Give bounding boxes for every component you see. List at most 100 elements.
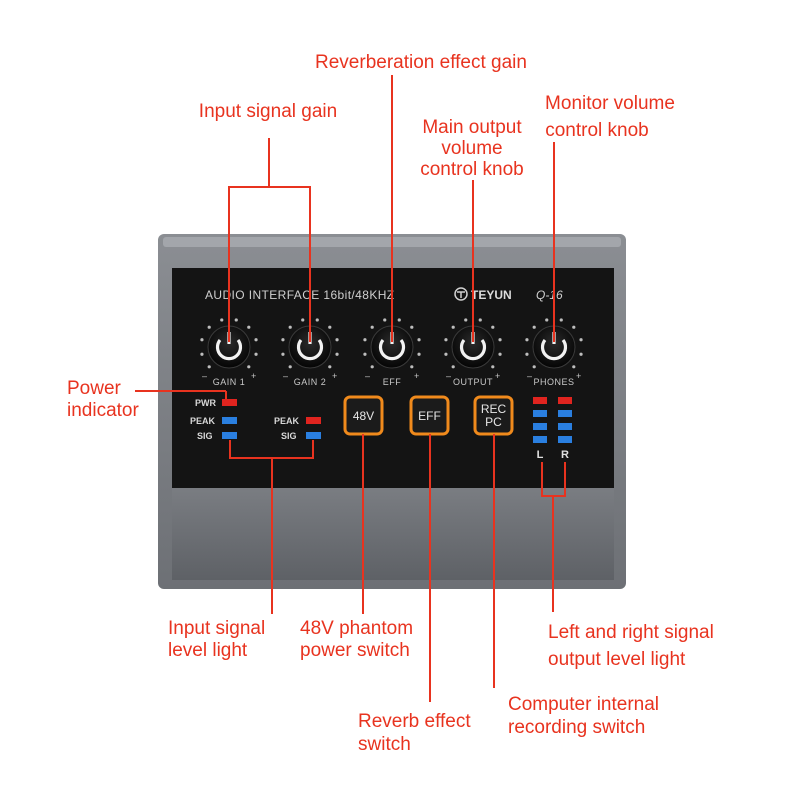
eff-button[interactable]: EFF [409,395,450,436]
led-peak-2 [306,417,321,424]
knob-scale-dot [451,365,455,369]
knob-scale-dot [397,318,401,322]
knob-ring [378,339,406,361]
knob-label-eff: EFF [383,377,402,387]
eff-button-label: EFF [418,409,441,423]
knob-min-mark: – [446,371,452,381]
callout-reverb-switch-1: Reverb effect [358,711,471,732]
meter-right-led [558,410,572,417]
knob-scale-dot [370,325,374,329]
callout-lr-level-2: output level light [548,649,686,670]
callout-power-indicator-2: indicator [67,400,139,421]
knob-scale-dot [525,352,529,356]
knob-ring [296,339,324,361]
meter-left-led [533,436,547,443]
knob-scale-dot [545,318,549,322]
knob-scale-dot [315,318,319,322]
led-pwr [222,399,237,406]
panel-title: AUDIO INTERFACE 16bit/48KHZ [205,288,395,302]
knob-min-mark: – [202,371,208,381]
led-peak-1 [222,417,237,424]
knob-scale-dot [525,338,529,342]
knob-scale-dot [247,325,251,329]
knob-scale-dot [410,365,414,369]
knob-min-mark: – [527,371,533,381]
phantom-48v-label: 48V [353,409,374,423]
meter-left-led [533,423,547,430]
knob-min-mark: – [365,371,371,381]
knob-scale-dot [200,338,204,342]
callout-input-gain: Input signal gain [199,101,337,122]
knob-scale-dot [410,325,414,329]
knob-scale-dot [200,352,204,356]
knob-scale-dot [281,352,285,356]
knob-scale-dot [207,325,211,329]
knob-scale-dot [478,318,482,322]
knob-eff[interactable]: – + EFF [363,318,421,387]
knob-scale-dot [281,338,285,342]
knob-scale-dot [247,365,251,369]
knob-ring [215,339,243,361]
knob-scale-dot [572,325,576,329]
knob-scale-dot [288,325,292,329]
knob-label-output: OUTPUT [453,377,493,387]
led-label-sig-2: SIG [281,431,297,441]
callout-reverb-switch-2: switch [358,734,411,755]
meter-label-left: L [537,449,544,461]
meter-right-led [558,397,572,404]
callout-monitor-volume-2: control knob [545,120,649,141]
callout-monitor-volume-1: Monitor volume [545,93,675,114]
rec-pc-button[interactable]: REC PC [473,395,514,436]
knob-max-mark: + [251,371,257,381]
knob-scale-dot [301,318,305,322]
callout-48v-1: 48V phantom [300,618,413,639]
meter-right-led [558,436,572,443]
knob-scale-dot [444,338,448,342]
knob-scale-dot [491,365,495,369]
knob-scale-dot [370,365,374,369]
led-sig-1 [222,432,237,439]
knob-scale-dot [335,352,339,356]
knob-max-mark: + [414,371,420,381]
led-label-peak-1: PEAK [190,416,216,426]
meter-right-led [558,423,572,430]
led-label-sig-1: SIG [197,431,213,441]
knob-label-gain2: GAIN 2 [294,377,327,387]
knob-scale-dot [444,352,448,356]
knob-scale-dot [491,325,495,329]
callout-reverb-gain: Reverberation effect gain [315,52,527,73]
brand-name: TEYUN [471,288,512,302]
phantom-48v-button[interactable]: 48V [343,395,384,436]
knob-scale-dot [288,365,292,369]
callout-input-level-1: Input signal [168,618,265,639]
led-label-peak-2: PEAK [274,416,300,426]
knob-phones[interactable]: –+PHONES [525,318,583,387]
knob-scale-dot [532,365,536,369]
knob-scale-dot [498,338,502,342]
knob-ring [459,339,487,361]
knob-scale-dot [363,352,367,356]
knob-scale-dot [328,325,332,329]
knob-scale-dot [559,318,563,322]
knob-scale-dot [254,352,258,356]
rec-button-label-line2: PC [485,415,502,429]
callout-main-output-1: Main output [422,117,522,138]
model-name: Q-16 [536,288,563,302]
knob-scale-dot [417,352,421,356]
knob-scale-dot [220,318,224,322]
brand-logo: TEYUN [454,287,512,302]
knob-scale-dot [363,338,367,342]
knob-min-mark: – [283,371,289,381]
input-led-group: PWR PEAK SIG PEAK SIG [190,398,321,441]
knob-scale-dot [579,352,583,356]
callout-recording-switch-1: Computer internal [508,694,659,715]
led-sig-2 [306,432,321,439]
knob-scale-dot [234,318,238,322]
brand-logo-icon [454,287,468,301]
knob-scale-dot [464,318,468,322]
knob-scale-dot [335,338,339,342]
meter-left-led [533,397,547,404]
callout-power-indicator-1: Power [67,378,122,399]
rec-button-label-line1: REC [481,402,507,416]
